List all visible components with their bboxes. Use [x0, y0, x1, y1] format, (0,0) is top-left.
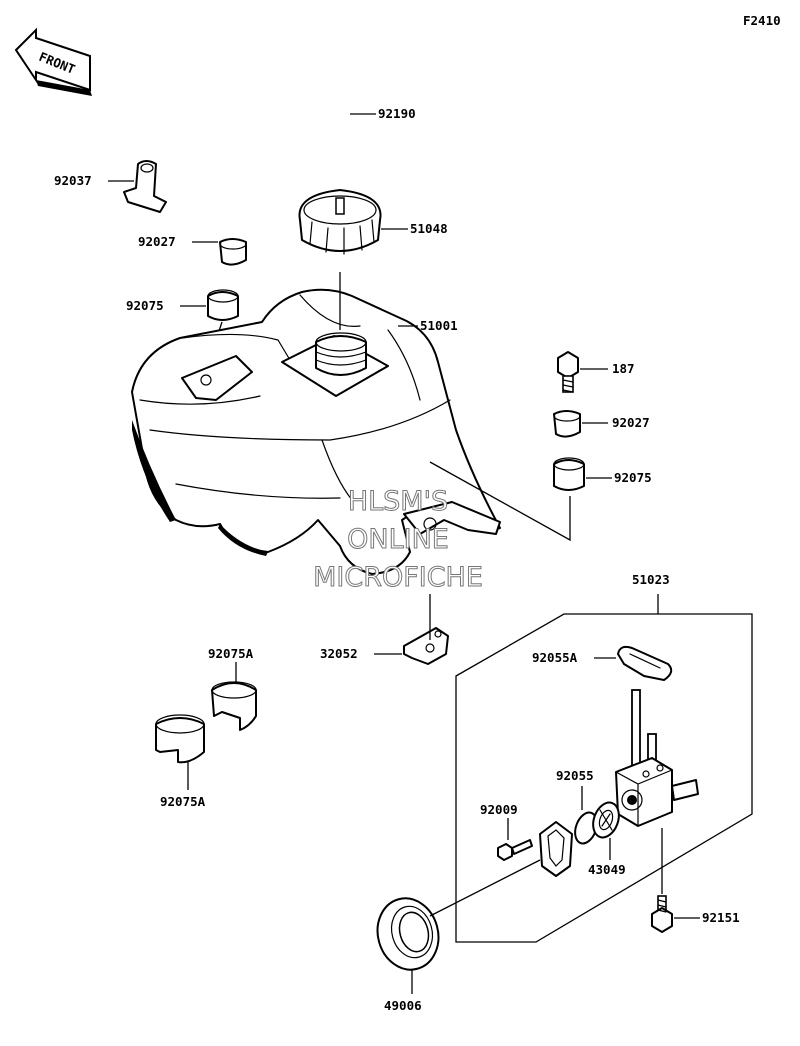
label-92027-right: 92027	[612, 415, 650, 430]
damper-part	[207, 289, 239, 321]
fuel-cap-part	[298, 189, 382, 255]
screw-part	[497, 839, 533, 861]
label-92027-top: 92027	[138, 234, 176, 249]
watermark-line-2: ONLINE	[347, 524, 449, 555]
clamp-part	[123, 160, 167, 213]
label-92075A-top: 92075A	[208, 646, 254, 661]
label-32052: 32052	[320, 646, 358, 661]
label-92055: 92055	[556, 768, 594, 783]
cushion-part-bottom	[155, 714, 205, 764]
bolt-part	[557, 351, 579, 393]
hose-part	[144, 81, 349, 164]
label-92055A: 92055A	[532, 650, 578, 665]
label-92075A-bottom: 92075A	[160, 794, 206, 809]
label-49006: 49006	[384, 998, 422, 1013]
label-51048: 51048	[410, 221, 448, 236]
collar-part-right	[553, 410, 581, 438]
fuel-tank-part	[131, 288, 501, 575]
label-92075-top: 92075	[126, 298, 164, 313]
label-92151: 92151	[702, 910, 740, 925]
damper-part-right	[553, 457, 585, 491]
watermark-line-1: HLSM'S	[348, 486, 448, 517]
label-51001: 51001	[420, 318, 458, 333]
label-92190: 92190	[378, 106, 416, 121]
watermark: HLSM'S ONLINE MICROFICHE	[313, 486, 484, 594]
label-92009: 92009	[480, 802, 518, 817]
filter-part	[592, 801, 620, 839]
grommet-part	[376, 897, 440, 971]
collar-part	[219, 238, 247, 266]
lever-plate-part	[539, 821, 573, 877]
label-51023: 51023	[632, 572, 670, 587]
label-187: 187	[612, 361, 635, 376]
cushion-part-top	[211, 681, 257, 731]
label-92037: 92037	[54, 173, 92, 188]
figure-code: F2410	[743, 13, 781, 28]
front-arrow-icon: FRONT	[14, 27, 92, 96]
gasket-part	[617, 645, 673, 681]
label-43049: 43049	[588, 862, 626, 877]
label-92075-right: 92075	[614, 470, 652, 485]
drain-screw-part	[651, 895, 673, 933]
watermark-line-3: MICROFICHE	[313, 562, 483, 593]
fuel-cock-part	[615, 689, 699, 827]
bracket-part	[403, 627, 449, 665]
assembly-outline	[455, 613, 753, 943]
